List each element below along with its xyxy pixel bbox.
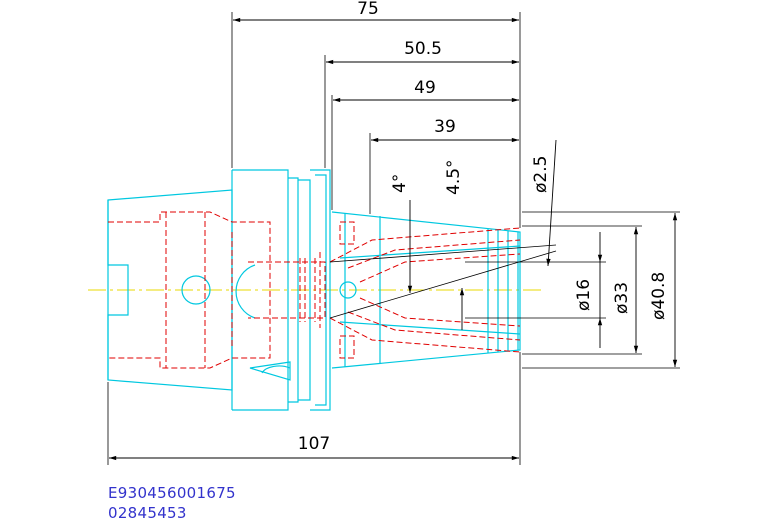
dim-dia-16: ø16 — [574, 279, 594, 311]
tool-holder-outline — [107, 169, 521, 411]
dim-49: 49 — [414, 78, 436, 98]
part-code-secondary: 02845453 — [108, 504, 187, 522]
hidden-lines — [108, 211, 521, 369]
dim-50-5: 50.5 — [404, 39, 442, 59]
dim-dia-40-8: ø40.8 — [649, 272, 669, 320]
dim-angle-4-5: 4.5° — [444, 159, 464, 195]
dim-angle-4: 4° — [390, 174, 410, 193]
dimension-lines — [109, 17, 678, 461]
extension-lines — [107, 12, 680, 465]
dim-dia-33: ø33 — [612, 282, 632, 314]
dim-39: 39 — [434, 117, 456, 137]
dim-75: 75 — [357, 0, 379, 19]
dim-dia-2-5: ø2.5 — [531, 156, 551, 193]
dim-107: 107 — [298, 434, 330, 454]
part-code-primary: E930456001675 — [108, 484, 236, 502]
